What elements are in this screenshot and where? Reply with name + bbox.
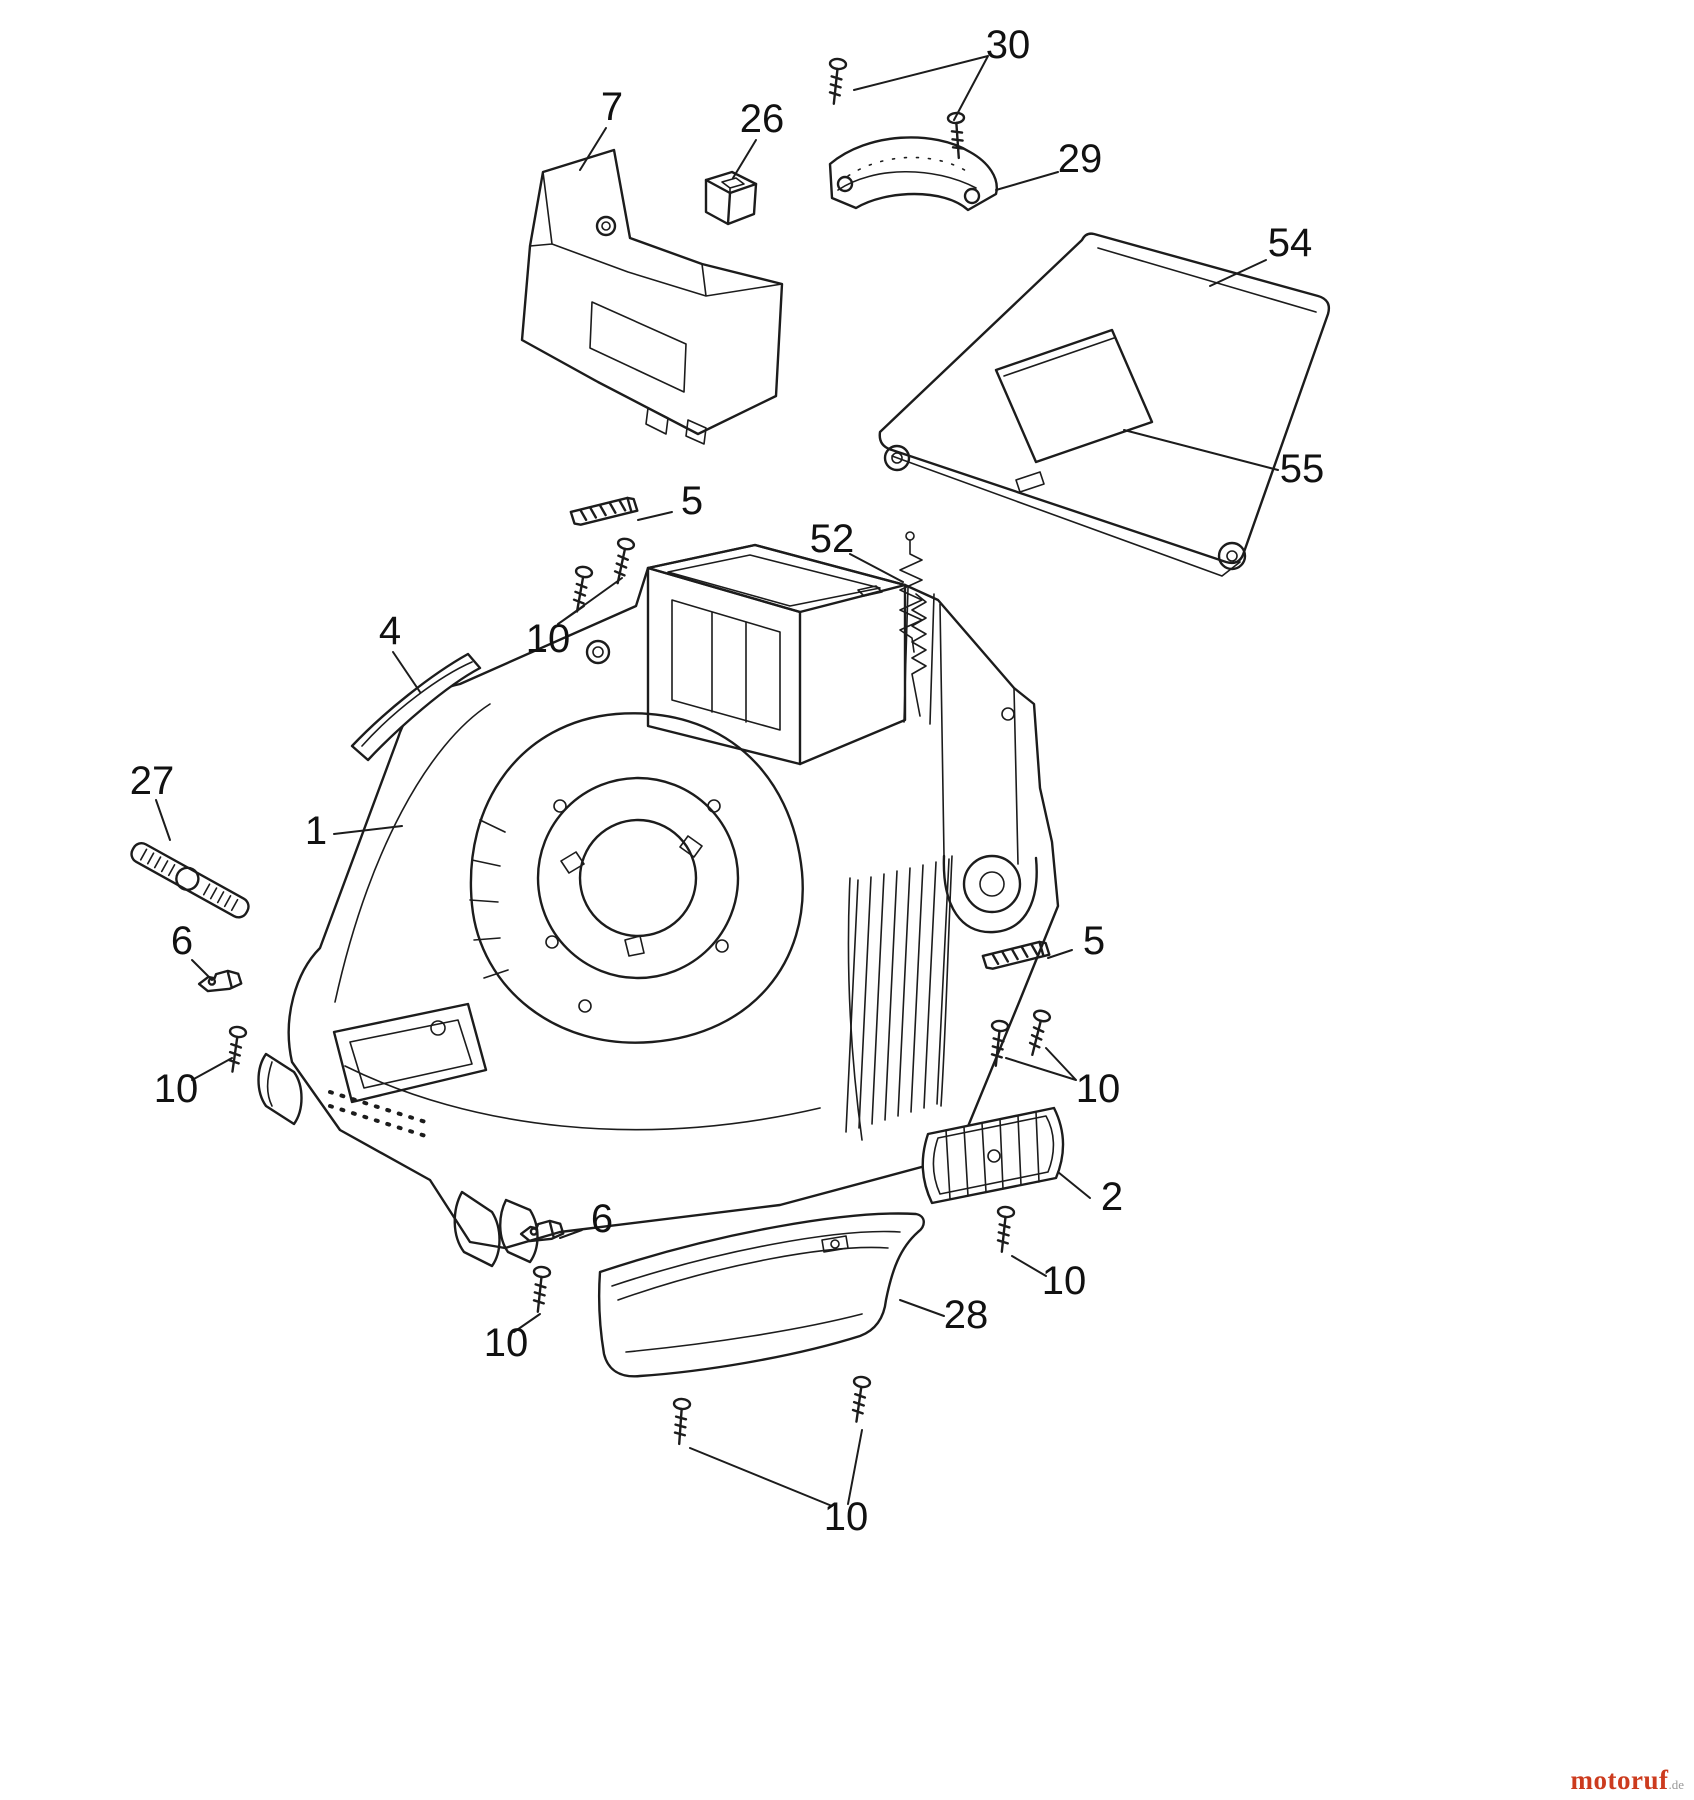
part-28-rear-deflector <box>598 1212 925 1378</box>
part-52-spring <box>899 531 923 653</box>
callout-label-4: 4 <box>379 609 401 653</box>
callout-label-52: 52 <box>810 517 855 561</box>
screw-10-1 <box>567 564 594 614</box>
callout-label-55: 55 <box>1280 447 1325 491</box>
screw-10-9 <box>847 1374 872 1424</box>
exploded-view-drawing <box>130 55 1331 1507</box>
callout-label-1: 1 <box>305 809 327 853</box>
callout-label-10a: 10 <box>526 617 571 661</box>
callout-label-28: 28 <box>944 1293 989 1337</box>
part-2-vent-grate <box>921 1106 1065 1205</box>
part-5-clip-left <box>568 495 640 528</box>
part-27-decal-strip <box>130 842 250 919</box>
screw-10-8 <box>670 1397 692 1446</box>
callout-label-10d: 10 <box>1042 1259 1087 1303</box>
part-55-label <box>994 328 1154 464</box>
callout-labels: 30 7 26 29 54 55 5 52 10 4 27 1 6 10 5 1… <box>130 23 1325 1539</box>
callout-label-10c: 10 <box>1076 1067 1121 1111</box>
callout-label-30: 30 <box>986 23 1031 67</box>
callout-label-26: 26 <box>740 97 785 141</box>
screw-10-3 <box>223 1024 248 1074</box>
callout-label-5b: 5 <box>1083 919 1105 963</box>
part-4-trim-strip <box>350 652 482 762</box>
leader-lines <box>155 55 1279 1507</box>
callout-label-10b: 10 <box>154 1067 199 1111</box>
callout-label-2: 2 <box>1101 1175 1123 1219</box>
watermark-suffix: .de <box>1668 1777 1684 1792</box>
part-7-motor-cover-bracket <box>520 148 784 445</box>
screw-10-6 <box>992 1204 1016 1254</box>
callout-label-6a: 6 <box>171 919 193 963</box>
part-29-handle-bracket <box>828 136 998 212</box>
part-54-rear-flap <box>878 232 1331 577</box>
callout-label-54: 54 <box>1268 221 1313 265</box>
callout-label-29: 29 <box>1058 137 1103 181</box>
watermark: motoruf.de <box>1570 1767 1684 1794</box>
callout-label-5a: 5 <box>681 479 703 523</box>
callout-label-7: 7 <box>601 85 623 129</box>
callout-label-10f: 10 <box>824 1495 869 1539</box>
callout-label-6b: 6 <box>591 1197 613 1241</box>
watermark-brand: motoruf <box>1570 1765 1669 1795</box>
part-26-block <box>704 170 758 226</box>
screw-30-a <box>824 56 848 106</box>
callout-label-10e: 10 <box>484 1321 529 1365</box>
callout-label-27: 27 <box>130 759 175 803</box>
part-1-deck-housing <box>257 543 1060 1268</box>
screw-10-7 <box>528 1264 552 1314</box>
